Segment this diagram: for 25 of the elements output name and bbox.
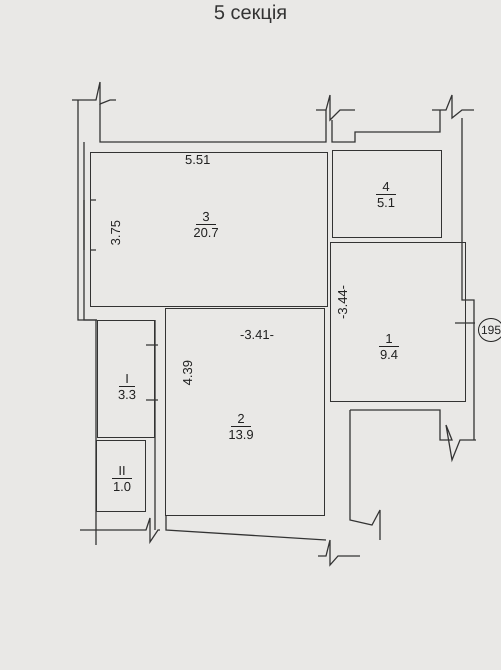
section-title: 5 секція <box>212 2 288 25</box>
room-area: 13.9 <box>228 427 254 443</box>
room-area: 1.0 <box>112 479 132 495</box>
room-outline <box>97 320 155 438</box>
room-number: 1 <box>379 331 399 347</box>
room-outline <box>332 150 442 238</box>
room-number: II <box>112 463 132 479</box>
dimension-label: 4.39 <box>180 360 195 386</box>
room-outline <box>90 152 328 307</box>
dimension-label: 5.51 <box>185 152 210 167</box>
room-number: I <box>119 371 135 387</box>
axis-marker: 195 <box>478 318 501 342</box>
room-outline <box>96 440 146 512</box>
room-area: 3.3 <box>118 387 136 403</box>
room-area: 9.4 <box>380 347 398 363</box>
dimension-label: 3.75 <box>108 220 123 246</box>
room-number: 2 <box>231 411 251 427</box>
dimension-label: -3.44- <box>335 285 350 319</box>
room-area: 5.1 <box>376 195 396 211</box>
dimension-label: -3.41- <box>240 327 274 342</box>
room-number: 3 <box>196 209 216 225</box>
room-outline <box>330 242 466 402</box>
room-number: 4 <box>376 179 396 195</box>
room-area: 20.7 <box>193 225 219 241</box>
room-outline <box>165 308 325 516</box>
